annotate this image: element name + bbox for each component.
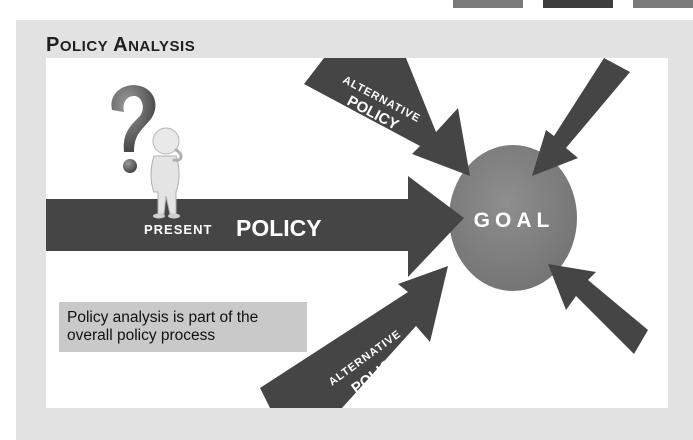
top-tab-strip (433, 0, 693, 8)
question-mark-icon (111, 85, 156, 173)
alternative-policy-arrow-bottom (260, 266, 448, 408)
page-title: POLICY ANALYSIS (46, 34, 195, 57)
title-initial-a: A (113, 34, 129, 56)
thinking-person-icon (150, 127, 183, 219)
note-line-2: overall policy process (67, 327, 216, 344)
note-box: Policy analysis is part of the overall p… (59, 302, 307, 352)
arrow-top-right (532, 58, 630, 176)
title-rest-policy: OLICY (59, 38, 109, 55)
tab-left[interactable] (453, 0, 523, 8)
tab-right[interactable] (633, 0, 693, 8)
diagram-canvas: PRESENT POLICY GOAL ALTERNATIVE POLICY A… (46, 58, 648, 408)
present-policy-arrow (46, 176, 464, 277)
policy-diagram: PRESENT POLICY GOAL ALTERNATIVE POLICY A… (46, 58, 668, 408)
alternative-policy-arrow-top (304, 58, 470, 176)
arrow-bottom-right (548, 264, 648, 354)
title-initial-p: P (46, 34, 60, 56)
title-rest-analysis: NALYSIS (128, 38, 196, 55)
tab-middle[interactable] (543, 0, 613, 8)
goal-label: GOAL (474, 209, 555, 232)
goal-circle (449, 145, 577, 291)
present-label-small: PRESENT (144, 222, 212, 237)
present-label-big: POLICY (236, 215, 322, 241)
note-line-1: Policy analysis is part of the (67, 309, 259, 326)
